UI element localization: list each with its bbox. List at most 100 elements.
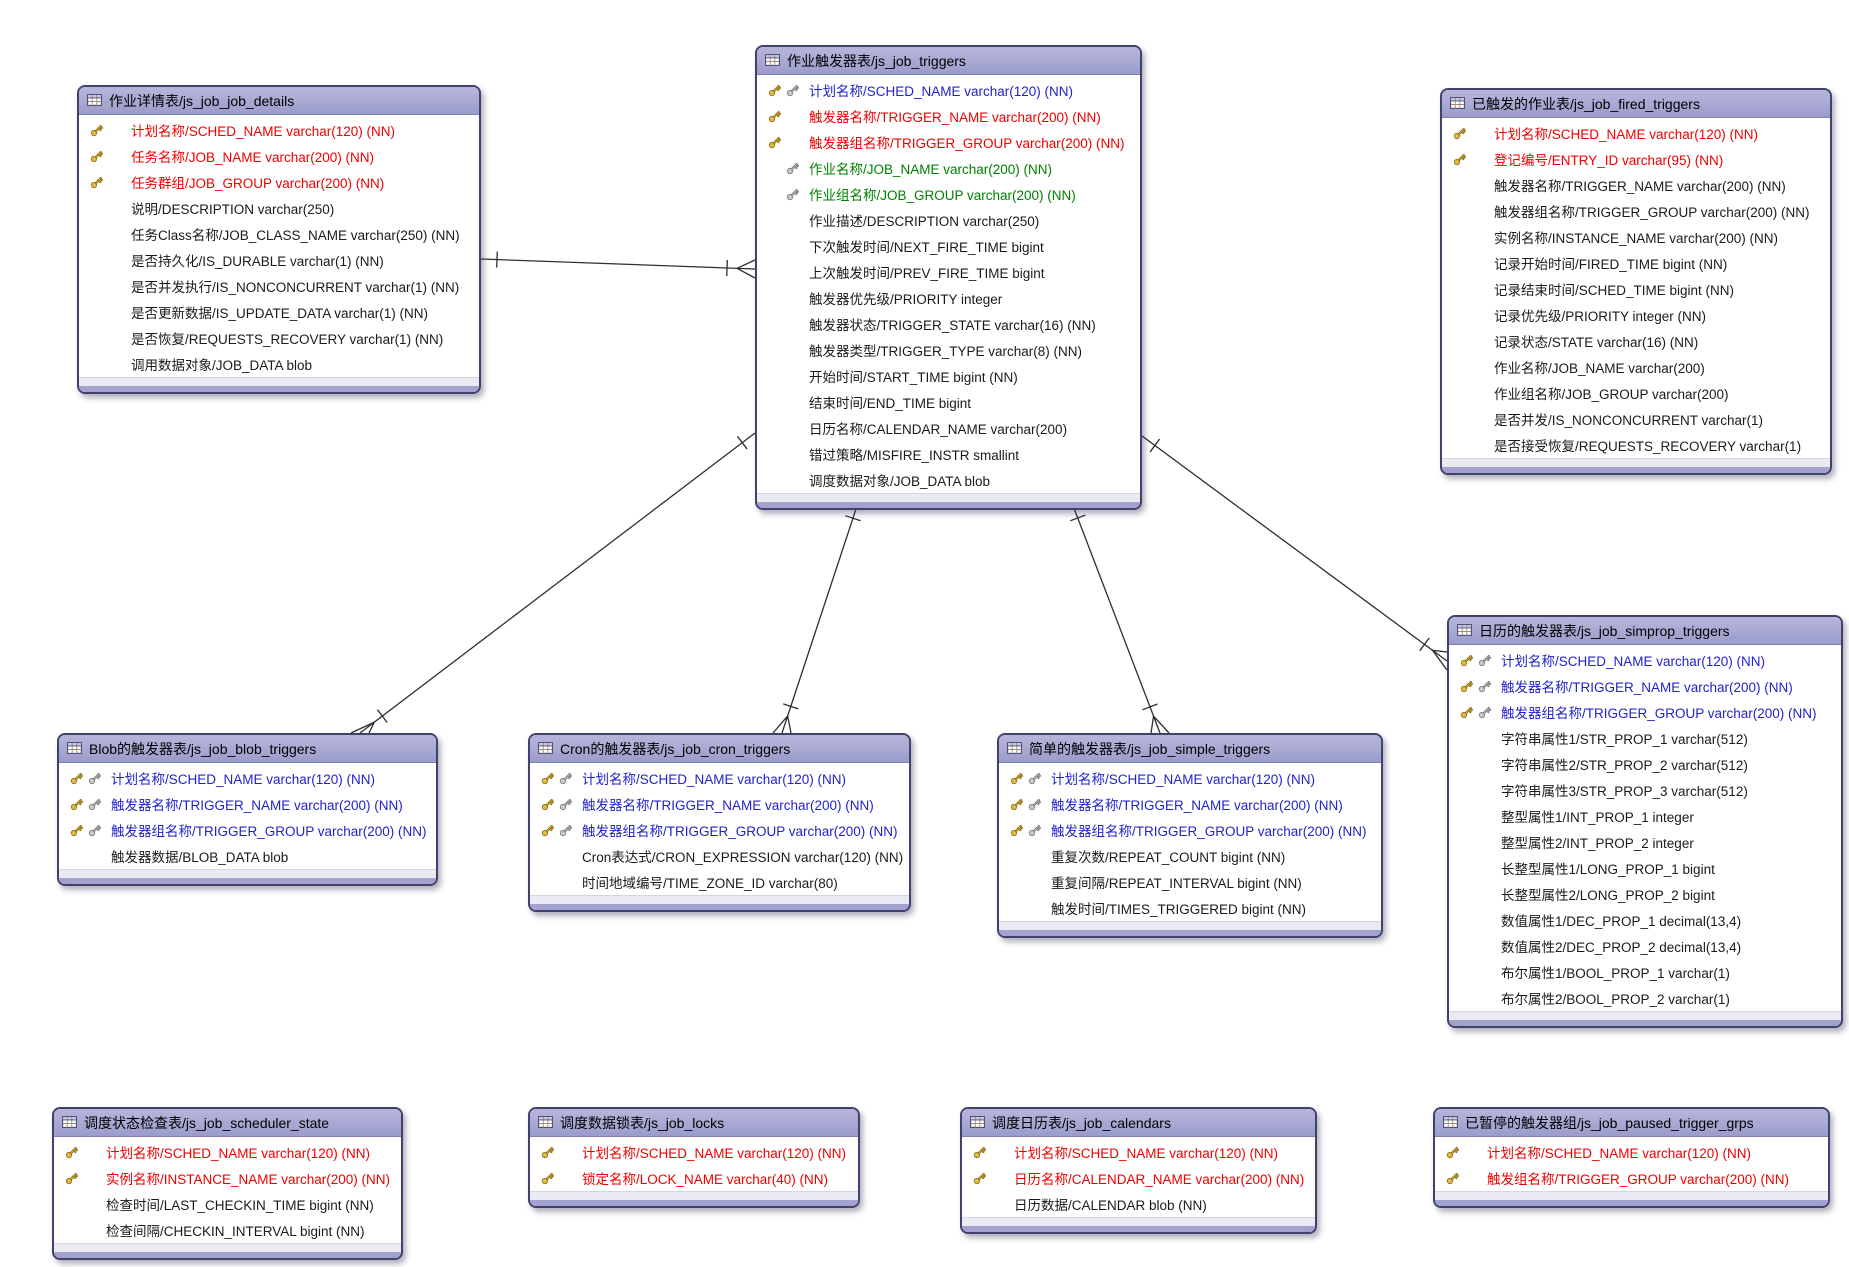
entity-table-js_job_blob_triggers[interactable]: Blob的触发器表/js_job_blob_triggers 计划名称/SCHE… [57, 733, 438, 886]
entity-table-js_job_cron_triggers[interactable]: Cron的触发器表/js_job_cron_triggers 计划名称/SCHE… [528, 733, 911, 912]
foreign-key-icon [85, 797, 103, 812]
column-label: 任务Class名称/JOB_CLASS_NAME varchar(250) (N… [131, 228, 460, 243]
table-field-row: 整型属性2/INT_PROP_2 integer [1449, 829, 1841, 855]
column-label: 作业名称/JOB_NAME varchar(200) (NN) [809, 162, 1053, 177]
table-header[interactable]: 调度日历表/js_job_calendars [962, 1109, 1315, 1137]
table-field-row: 计划名称/SCHED_NAME varchar(120) (NN) [79, 117, 479, 143]
table-bottom-bar [530, 1200, 858, 1206]
foreign-key-icon [1475, 653, 1493, 668]
table-fields: 计划名称/SCHED_NAME varchar(120) (NN) 任务名称/JO… [79, 115, 479, 377]
column-label: 计划名称/SCHED_NAME varchar(120) (NN) [1051, 772, 1316, 787]
table-header[interactable]: Blob的触发器表/js_job_blob_triggers [59, 735, 436, 763]
table-field-row: 计划名称/SCHED_NAME varchar(120) (NN) [1435, 1139, 1828, 1165]
table-header[interactable]: Cron的触发器表/js_job_cron_triggers [530, 735, 909, 763]
column-label: 布尔属性1/BOOL_PROP_1 varchar(1) [1501, 966, 1730, 981]
table-header[interactable]: 日历的触发器表/js_job_simprop_triggers [1449, 617, 1841, 645]
foreign-key-icon [1475, 679, 1493, 694]
column-label: 结束时间/END_TIME bigint [809, 396, 972, 411]
entity-table-js_job_calendars[interactable]: 调度日历表/js_job_calendars 计划名称/SCHED_NAME v… [960, 1107, 1317, 1234]
entity-table-js_job_scheduler_state[interactable]: 调度状态检查表/js_job_scheduler_state 计划名称/SCHE… [52, 1107, 403, 1260]
table-field-row: 长整型属性2/LONG_PROP_2 bigint [1449, 881, 1841, 907]
entity-table-js_job_simprop_triggers[interactable]: 日历的触发器表/js_job_simprop_triggers 计划名称/SCH… [1447, 615, 1843, 1028]
table-fields: 计划名称/SCHED_NAME varchar(120) (NN)触发器名称/T… [530, 763, 909, 895]
entity-table-js_job_locks[interactable]: 调度数据锁表/js_job_locks 计划名称/SCHED_NAME varc… [528, 1107, 860, 1208]
column-label: 触发器名称/TRIGGER_NAME varchar(200) (NN) [809, 110, 1101, 125]
table-header[interactable]: 作业触发器表/js_job_triggers [757, 47, 1140, 75]
column-label: 任务群组/JOB_GROUP varchar(200) (NN) [131, 176, 385, 191]
relation-triggers-to-simprop-triggers[interactable] [1141, 435, 1448, 671]
table-field-row: 记录结束时间/SCHED_TIME bigint (NN) [1442, 276, 1830, 302]
column-label: 数值属性1/DEC_PROP_1 decimal(13,4) [1501, 914, 1742, 929]
column-label: 检查间隔/CHECKIN_INTERVAL bigint (NN) [106, 1224, 365, 1239]
relation-triggers-to-cron-triggers[interactable] [772, 502, 861, 734]
foreign-key-icon [1025, 797, 1043, 812]
table-grid-icon [970, 1115, 985, 1131]
table-field-row: 任务Class名称/JOB_CLASS_NAME varchar(250) (N… [79, 221, 479, 247]
table-field-row: 字符串属性3/STR_PROP_3 varchar(512) [1449, 777, 1841, 803]
table-field-row: 触发器名称/TRIGGER_NAME varchar(200) (NN) [530, 791, 909, 817]
primary-key-icon [765, 135, 783, 150]
table-field-row: 作业组名称/JOB_GROUP varchar(200) [1442, 380, 1830, 406]
table-field-row: 检查间隔/CHECKIN_INTERVAL bigint (NN) [54, 1217, 401, 1243]
column-label: 任务名称/JOB_NAME varchar(200) (NN) [131, 150, 375, 165]
primary-key-icon [765, 109, 783, 124]
table-field-row: 字符串属性1/STR_PROP_1 varchar(512) [1449, 725, 1841, 751]
relation-triggers-to-blob-triggers[interactable] [350, 432, 756, 734]
column-label: 时间地域编号/TIME_ZONE_ID varchar(80) [582, 876, 838, 891]
table-field-row: 结束时间/END_TIME bigint [757, 389, 1140, 415]
column-label: 触发组名称/TRIGGER_GROUP varchar(200) (NN) [1487, 1172, 1790, 1187]
primary-key-icon [67, 823, 85, 838]
table-bottom-bar [1435, 1200, 1828, 1206]
column-label: 触发器组名称/TRIGGER_GROUP varchar(200) (NN) [809, 136, 1125, 151]
table-field-row: 时间地域编号/TIME_ZONE_ID varchar(80) [530, 869, 909, 895]
column-label: 重复次数/REPEAT_COUNT bigint (NN) [1051, 850, 1286, 865]
primary-key-icon [538, 1171, 556, 1186]
table-grid-icon [87, 93, 102, 109]
table-header[interactable]: 调度状态检查表/js_job_scheduler_state [54, 1109, 401, 1137]
primary-key-icon [1450, 152, 1468, 167]
column-label: 计划名称/SCHED_NAME varchar(120) (NN) [131, 124, 396, 139]
table-header[interactable]: 简单的触发器表/js_job_simple_triggers [999, 735, 1381, 763]
primary-key-icon [87, 149, 105, 164]
table-bottom-bar [962, 1226, 1315, 1232]
column-label: 日历名称/CALENDAR_NAME varchar(200) (NN) [1014, 1172, 1305, 1187]
table-header[interactable]: 作业详情表/js_job_job_details [79, 87, 479, 115]
table-field-row: 计划名称/SCHED_NAME varchar(120) (NN) [54, 1139, 401, 1165]
primary-key-icon [1450, 126, 1468, 141]
column-label: 作业组名称/JOB_GROUP varchar(200) (NN) [809, 188, 1076, 203]
table-field-row: 触发器状态/TRIGGER_STATE varchar(16) (NN) [757, 311, 1140, 337]
column-label: 字符串属性3/STR_PROP_3 varchar(512) [1501, 784, 1748, 799]
table-fields: 计划名称/SCHED_NAME varchar(120) (NN) 触发器名称/T… [1449, 645, 1841, 1011]
column-label: 上次触发时间/PREV_FIRE_TIME bigint [809, 266, 1045, 281]
table-field-row: 日历数据/CALENDAR blob (NN) [962, 1191, 1315, 1217]
entity-table-js_job_triggers[interactable]: 作业触发器表/js_job_triggers 计划名称/SCHED_NAME v… [755, 45, 1142, 510]
column-label: 作业名称/JOB_NAME varchar(200) [1494, 361, 1705, 376]
table-field-row: 数值属性1/DEC_PROP_1 decimal(13,4) [1449, 907, 1841, 933]
entity-table-js_job_fired_triggers[interactable]: 已触发的作业表/js_job_fired_triggers 计划名称/SCHED… [1440, 88, 1832, 475]
table-field-row: 计划名称/SCHED_NAME varchar(120) (NN) [1449, 647, 1841, 673]
column-label: 开始时间/START_TIME bigint (NN) [809, 370, 1018, 385]
table-field-row: 触发器优先级/PRIORITY integer [757, 285, 1140, 311]
entity-table-js_job_paused_trigger_grps[interactable]: 已暂停的触发器组/js_job_paused_trigger_grps 计划名称… [1433, 1107, 1830, 1208]
table-field-row: 实例名称/INSTANCE_NAME varchar(200) (NN) [1442, 224, 1830, 250]
table-field-row: 触发器名称/TRIGGER_NAME varchar(200) (NN) [757, 103, 1140, 129]
relation-triggers-to-simple-triggers[interactable] [1070, 502, 1170, 734]
column-label: 触发器名称/TRIGGER_NAME varchar(200) (NN) [1501, 680, 1793, 695]
column-label: 触发器优先级/PRIORITY integer [809, 292, 1003, 307]
relation-job-details-to-triggers[interactable] [480, 251, 756, 279]
table-header[interactable]: 已触发的作业表/js_job_fired_triggers [1442, 90, 1830, 118]
table-footer [999, 921, 1381, 930]
table-field-row: 触发器数据/BLOB_DATA blob [59, 843, 436, 869]
table-field-row: 触发时间/TIMES_TRIGGERED bigint (NN) [999, 895, 1381, 921]
entity-table-js_job_simple_triggers[interactable]: 简单的触发器表/js_job_simple_triggers 计划名称/SCHE… [997, 733, 1383, 938]
entity-table-js_job_job_details[interactable]: 作业详情表/js_job_job_details 计划名称/SCHED_NAME… [77, 85, 481, 394]
table-bottom-bar [999, 930, 1381, 936]
table-field-row: 布尔属性1/BOOL_PROP_1 varchar(1) [1449, 959, 1841, 985]
table-field-row: 触发器名称/TRIGGER_NAME varchar(200) (NN) [999, 791, 1381, 817]
column-label: 触发器名称/TRIGGER_NAME varchar(200) (NN) [1494, 179, 1786, 194]
table-field-row: 实例名称/INSTANCE_NAME varchar(200) (NN) [54, 1165, 401, 1191]
table-fields: 计划名称/SCHED_NAME varchar(120) (NN)触发器名称/T… [59, 763, 436, 869]
table-header[interactable]: 已暂停的触发器组/js_job_paused_trigger_grps [1435, 1109, 1828, 1137]
table-header[interactable]: 调度数据锁表/js_job_locks [530, 1109, 858, 1137]
